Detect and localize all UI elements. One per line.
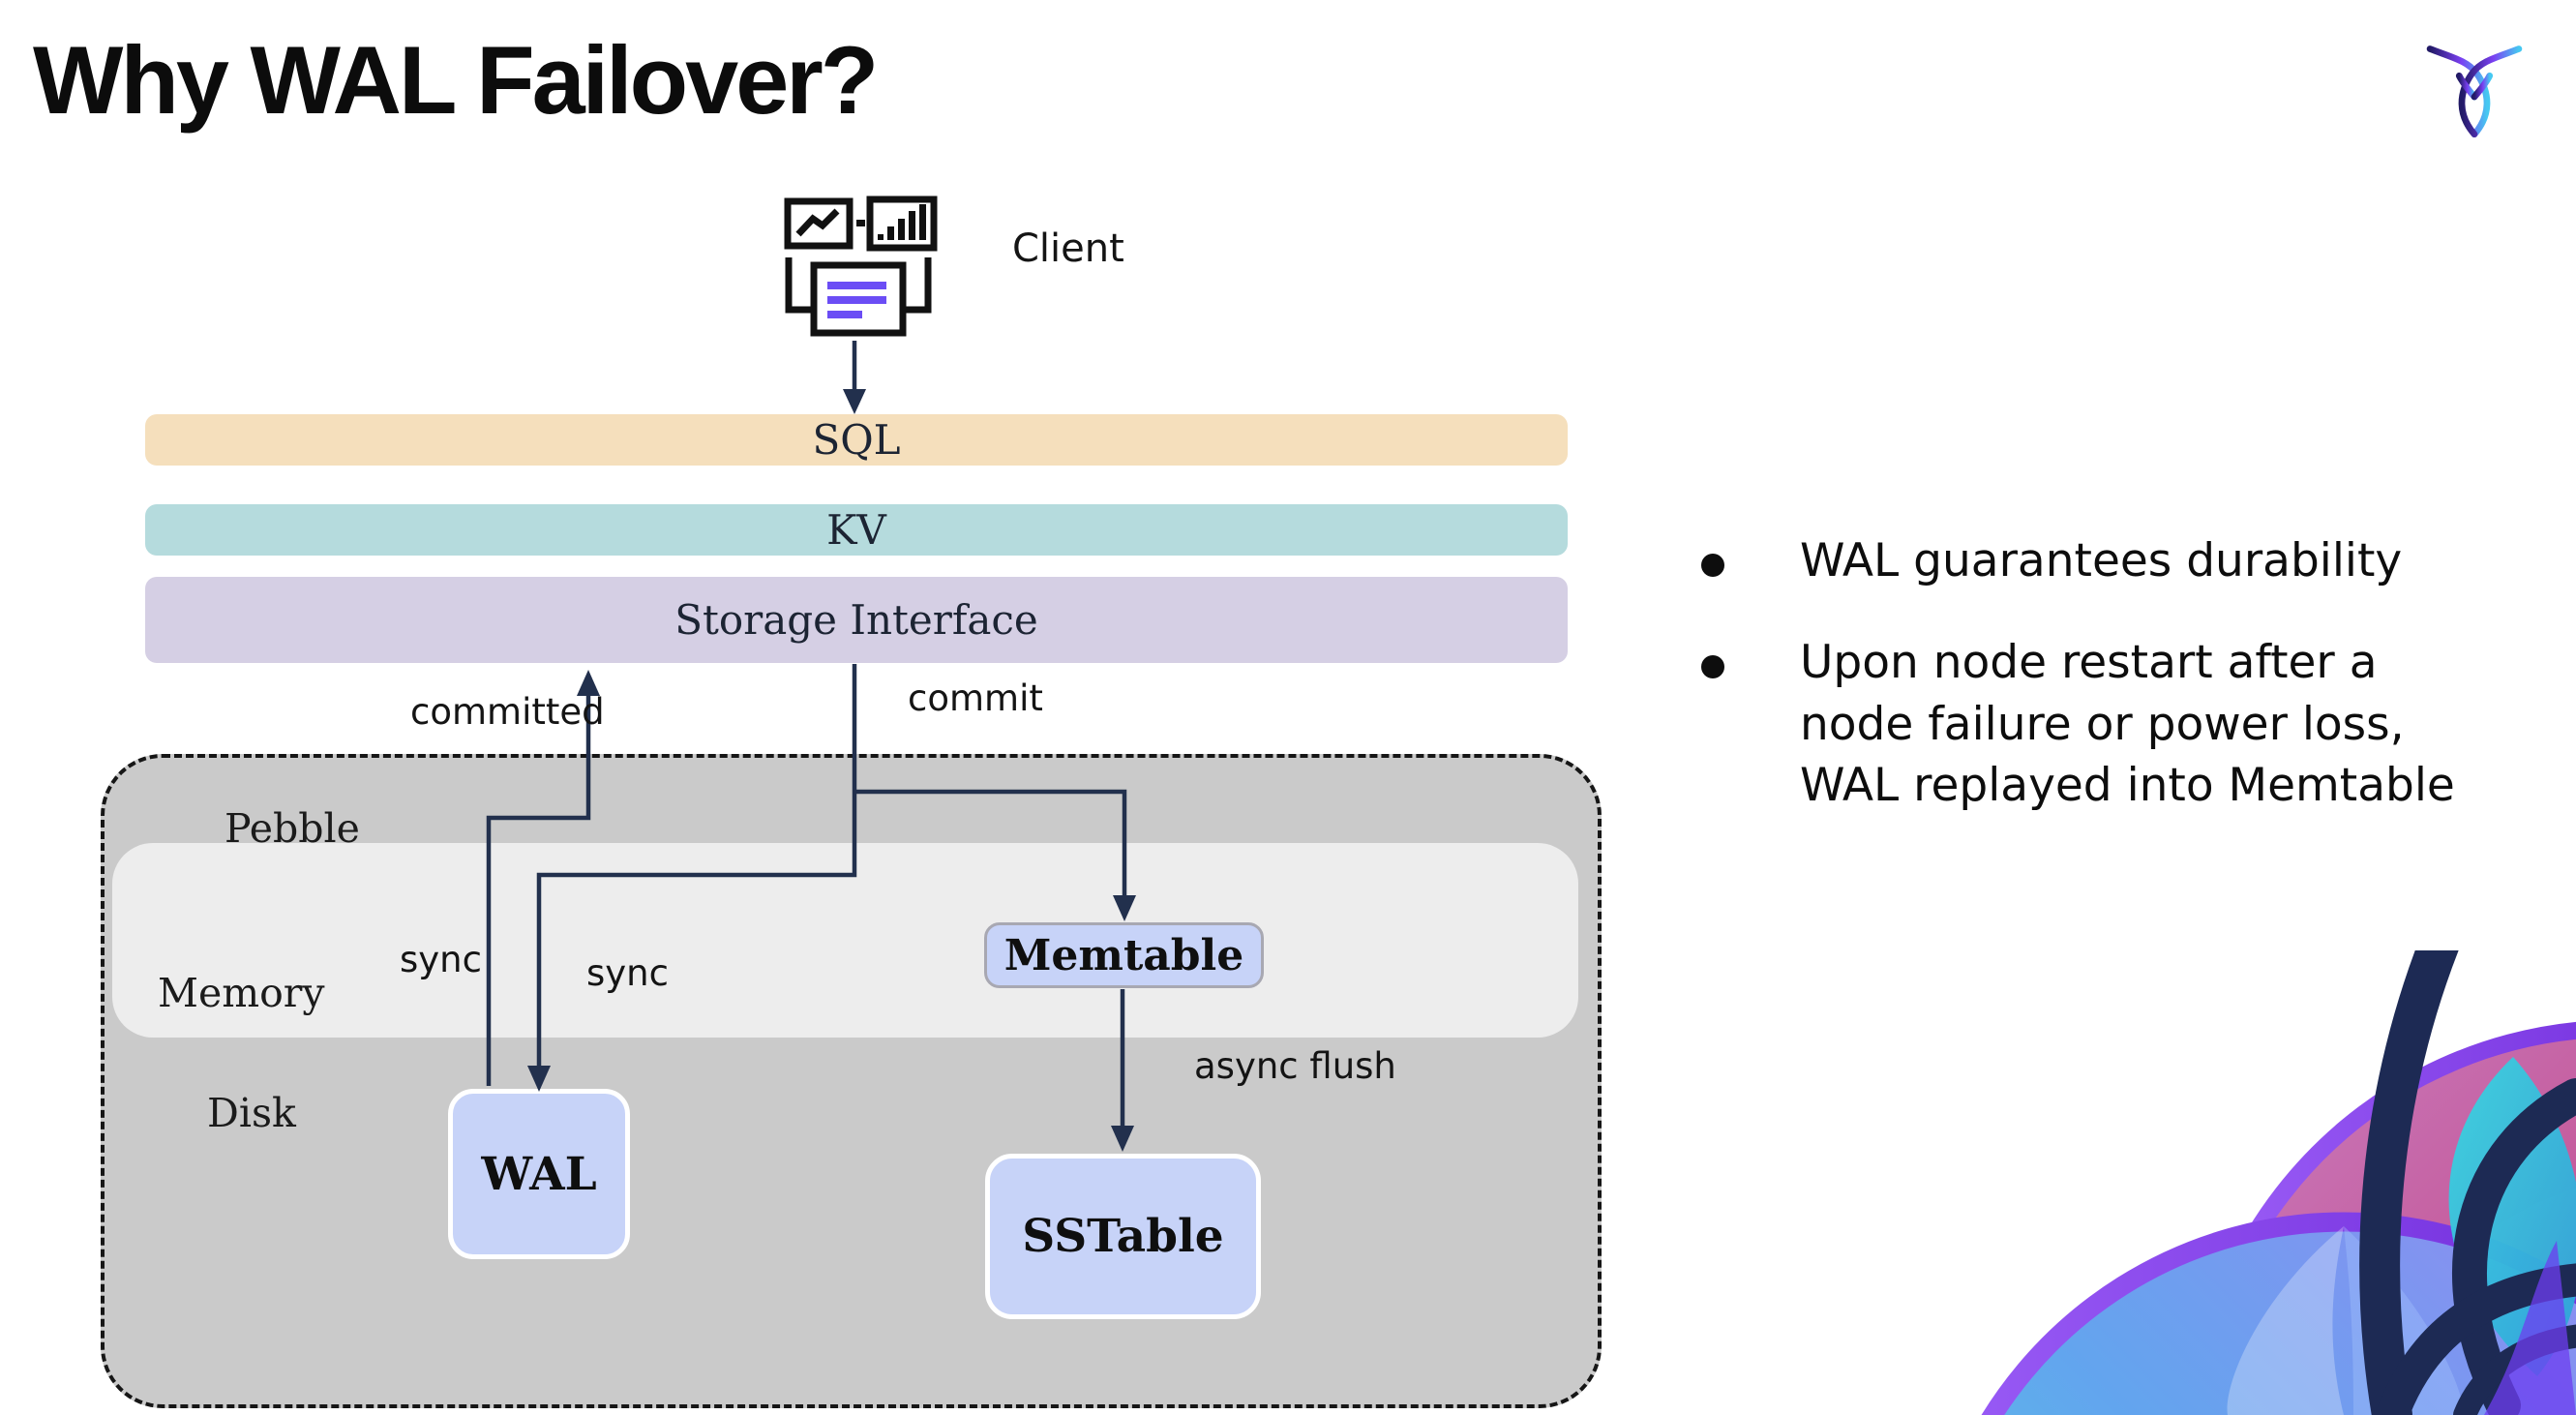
layer-label-storage-interface: Storage Interface <box>674 596 1038 644</box>
committed-label: committed <box>410 691 605 733</box>
list-item: WAL guarantees durability <box>1701 530 2533 591</box>
memtable-label: Memtable <box>1003 930 1244 980</box>
wal-node: WAL <box>448 1089 630 1259</box>
sstable-label: SSTable <box>1022 1210 1224 1263</box>
wal-label: WAL <box>481 1147 597 1201</box>
layer-bar-storage-interface: Storage Interface <box>145 577 1568 663</box>
async-flush-label: async flush <box>1194 1045 1396 1087</box>
bullet-list: WAL guarantees durability Upon node rest… <box>1701 530 2533 858</box>
sync-left-label: sync <box>400 939 482 980</box>
arrowhead-client <box>843 389 866 414</box>
commit-label: commit <box>908 677 1043 719</box>
bullet-dot <box>1701 554 1724 577</box>
layer-bar-sql: SQL <box>145 414 1568 466</box>
layer-label-sql: SQL <box>812 416 901 464</box>
sync-right-label: sync <box>586 952 669 994</box>
client-icon <box>784 196 938 337</box>
sstable-node: SSTable <box>985 1154 1261 1319</box>
memory-band <box>112 843 1578 1038</box>
layer-label-kv: KV <box>826 506 886 554</box>
memtable-node: Memtable <box>984 922 1264 988</box>
layer-bar-kv: KV <box>145 504 1568 556</box>
page-title: Why WAL Failover? <box>33 26 879 134</box>
cockroachdb-logo-icon <box>2426 45 2523 138</box>
client-label: Client <box>1012 226 1124 271</box>
bullet-text: WAL guarantees durability <box>1800 534 2403 587</box>
bullet-text: Upon node restart after a node failure o… <box>1800 636 2455 813</box>
memory-label: Memory <box>158 970 325 1016</box>
bullet-dot <box>1701 655 1724 679</box>
list-item: Upon node restart after a node failure o… <box>1701 632 2533 816</box>
brand-artwork <box>1981 950 2576 1415</box>
disk-label: Disk <box>207 1090 296 1136</box>
pebble-label: Pebble <box>225 805 360 852</box>
